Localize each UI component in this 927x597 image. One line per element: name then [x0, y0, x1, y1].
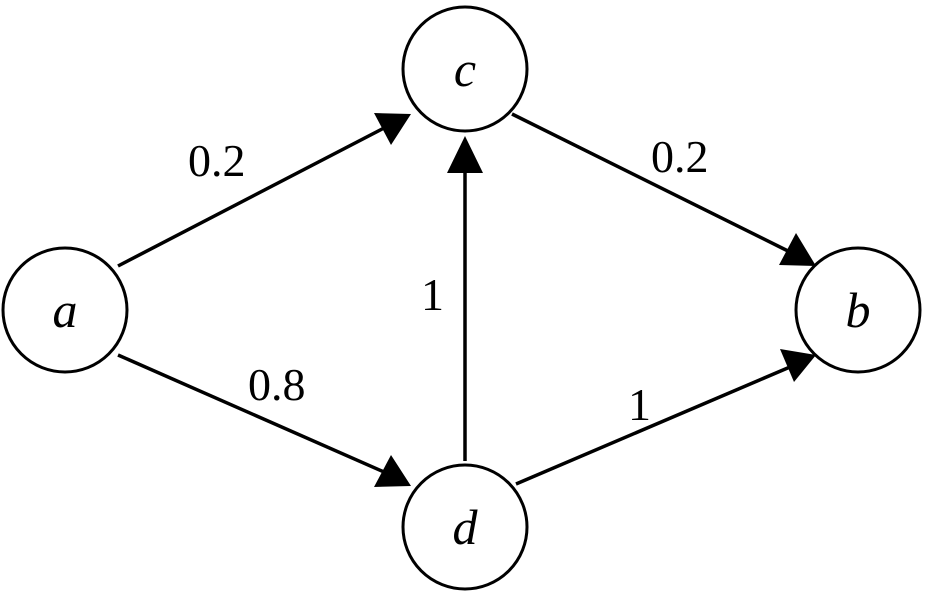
- node-d: d: [401, 463, 529, 591]
- edge-d-b: 1: [515, 349, 816, 486]
- node-d-circle: [401, 463, 529, 591]
- edge-d-c-arrowhead: [447, 136, 483, 173]
- edge-c-b: 0.2: [511, 112, 816, 266]
- edge-c-b-arrowhead: [779, 233, 816, 266]
- edge-d-b-weight: 1: [628, 379, 651, 430]
- node-b: b: [794, 246, 922, 374]
- node-b-label: b: [846, 282, 871, 338]
- node-a-label: a: [53, 282, 78, 338]
- edge-d-c: 1: [421, 136, 483, 461]
- node-a-circle: [1, 246, 129, 374]
- edge-a-c-weight: 0.2: [188, 135, 246, 186]
- edge-c-b-weight: 0.2: [651, 131, 709, 182]
- edge-c-b-line: [511, 112, 793, 255]
- edge-a-d-weight: 0.8: [248, 359, 306, 410]
- edge-a-c-line: [117, 126, 385, 268]
- edge-d-b-line: [515, 365, 791, 486]
- edges: 0.2 0.8 1 0.2 1: [117, 112, 816, 487]
- nodes: a c d b: [1, 5, 922, 591]
- edge-d-b-arrowhead: [780, 349, 816, 382]
- node-c-label: c: [454, 41, 476, 97]
- node-d-label: d: [453, 499, 479, 555]
- edge-a-d: 0.8: [117, 353, 411, 487]
- node-b-circle: [794, 246, 922, 374]
- node-c: c: [401, 5, 529, 133]
- edge-a-d-line: [117, 353, 385, 474]
- edge-a-c: 0.2: [117, 113, 411, 268]
- edge-a-d-arrowhead: [374, 455, 411, 487]
- edge-d-c-weight: 1: [421, 269, 444, 320]
- edge-a-c-arrowhead: [374, 113, 411, 145]
- node-a: a: [1, 246, 129, 374]
- node-c-circle: [401, 5, 529, 133]
